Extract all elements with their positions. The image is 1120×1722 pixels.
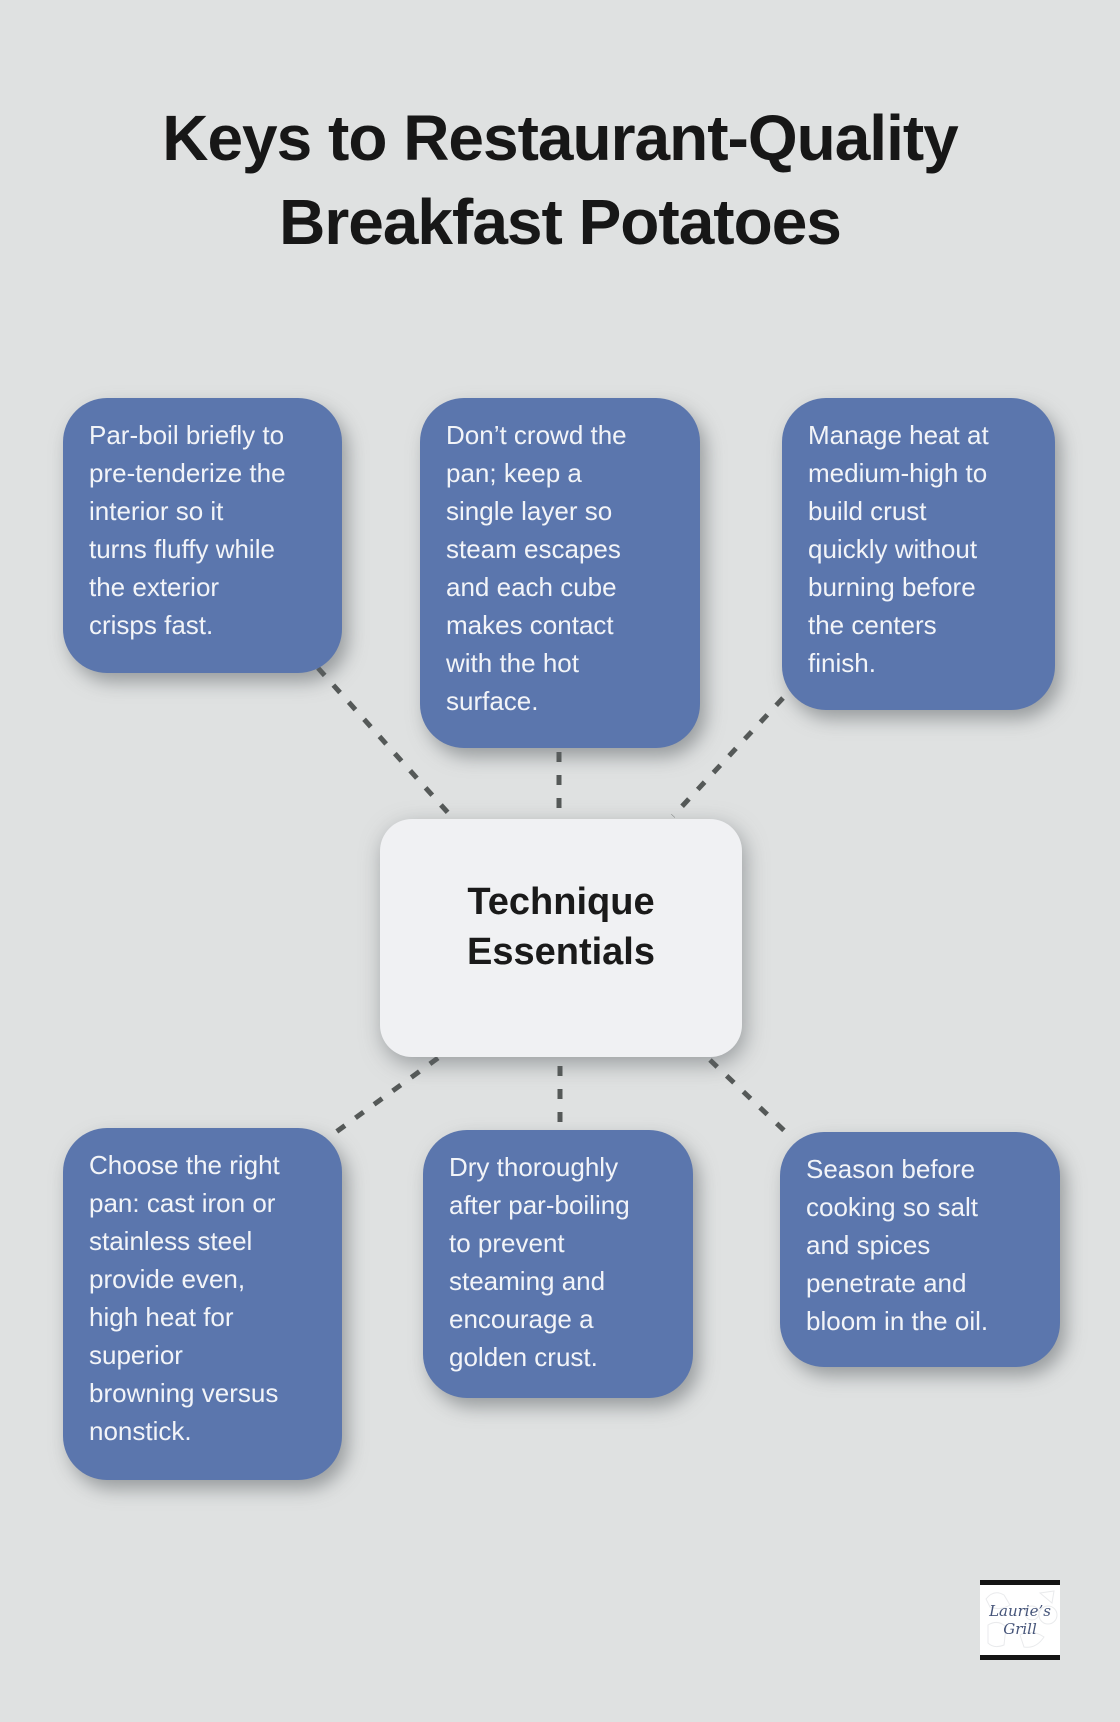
connector-bottom-left: [323, 1055, 440, 1143]
page-title: Keys to Restaurant-Quality Breakfast Pot…: [162, 102, 959, 258]
center-node-label: Technique Essentials: [467, 881, 655, 973]
brand-logo: Laurie’s Grill: [980, 1580, 1060, 1660]
node-bottom-right: Season before cooking so salt and spices…: [780, 1132, 1060, 1367]
node-top-middle: Don’t crowd the pan; keep a single layer…: [420, 398, 700, 748]
node-bottom-middle: Dry thoroughly after par-boiling to prev…: [423, 1130, 693, 1398]
center-node: Technique Essentials: [380, 819, 742, 1057]
node-top-left: Par-boil briefly to pre-tenderize the in…: [63, 398, 342, 673]
node-bottom-left: Choose the right pan: cast iron or stain…: [63, 1128, 342, 1480]
logo-sketch-art: [985, 1590, 1058, 1648]
connector-bottom-right: [708, 1058, 794, 1140]
node-top-right: Manage heat at medium-high to build crus…: [782, 398, 1055, 710]
brand-logo-text: Laurie’s Grill: [989, 1602, 1051, 1638]
